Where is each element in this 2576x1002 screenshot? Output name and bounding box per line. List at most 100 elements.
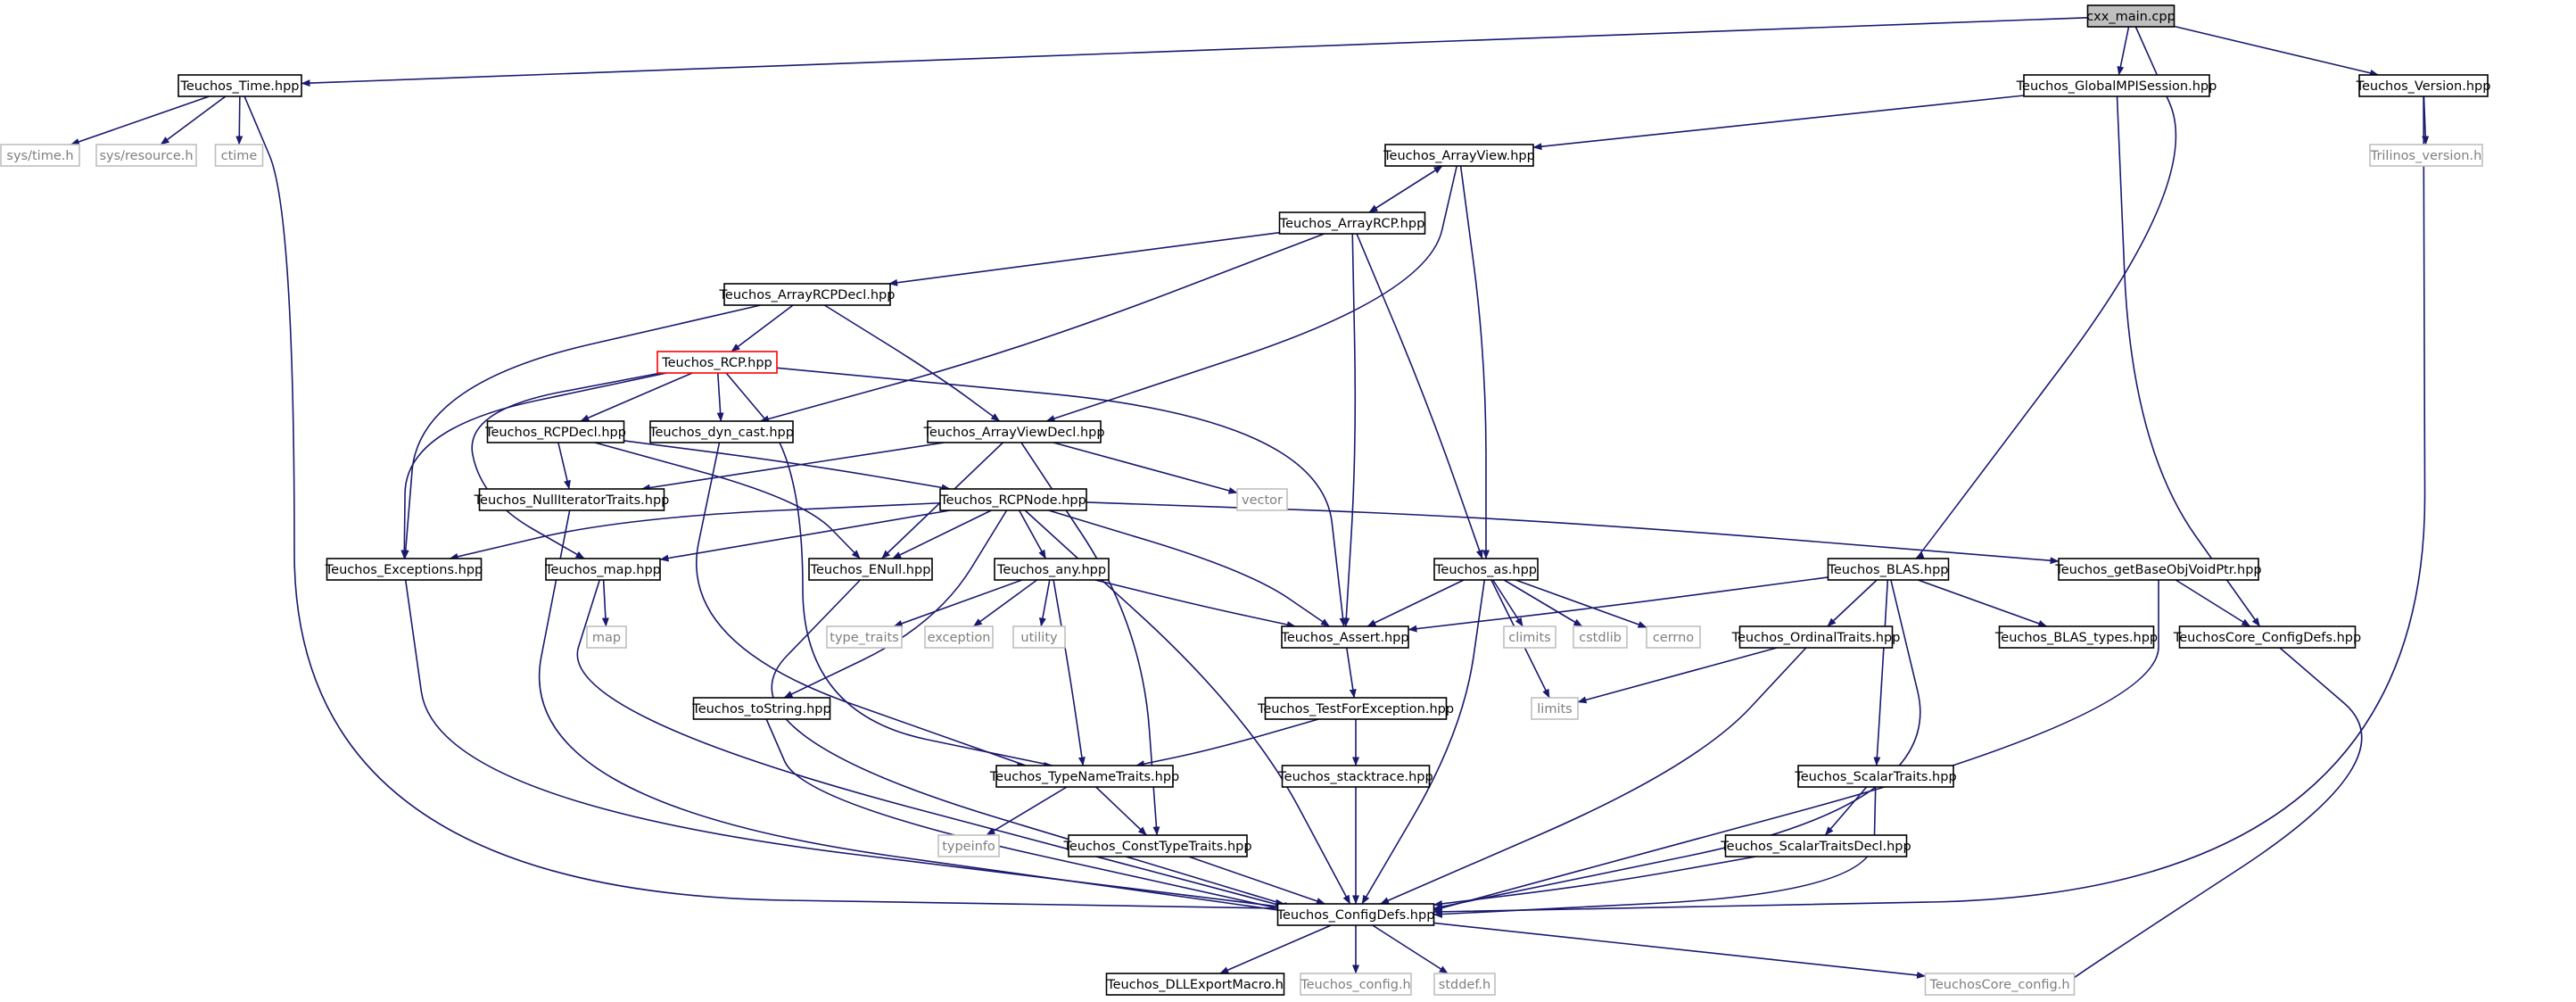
node-label: vector	[1242, 493, 1283, 508]
node-as[interactable]: Teuchos_as.hpp	[1433, 558, 1539, 581]
edge-gmpi-to-arrayview	[1532, 95, 2025, 151]
edge-cxx_main-to-blas	[1914, 26, 2177, 559]
node-limits: limits	[1531, 697, 1579, 720]
node-box	[1924, 973, 2076, 996]
node-label: Teuchos_ScalarTraits.hpp	[1794, 770, 1956, 784]
node-label: Teuchos_ArrayRCPDecl.hpp	[719, 288, 896, 302]
node-tostring[interactable]: Teuchos_toString.hpp	[691, 697, 831, 720]
edge-rcpnode-to-assert	[1048, 509, 1330, 627]
node-label: Teuchos_RCPDecl.hpp	[484, 426, 626, 440]
node-label: Teuchos_Assert.hpp	[1280, 631, 1408, 645]
node-blas[interactable]: Teuchos_BLAS.hpp	[1827, 558, 1950, 581]
node-exceptions[interactable]: Teuchos_Exceptions.hpp	[325, 558, 483, 581]
node-scalardecl[interactable]: Teuchos_ScalarTraitsDecl.hpp	[1720, 834, 1911, 857]
edge-typename-to-typeinfo	[986, 786, 1068, 836]
edge-time-to-systime	[70, 95, 210, 145]
node-box	[545, 558, 661, 581]
node-typetraits: type_traits	[826, 625, 903, 649]
edge-as-to-cstdlib	[1503, 579, 1583, 627]
node-scalar[interactable]: Teuchos_ScalarTraits.hpp	[1794, 765, 1957, 788]
edge-arrayview-to-as	[1459, 165, 1490, 559]
edge-any-to-typename	[1053, 579, 1086, 766]
edge-tostring-to-configdefs	[765, 718, 1287, 913]
edge-rcpnode-to-any	[1018, 509, 1047, 559]
edge-rcpnode-to-enull	[892, 509, 992, 559]
node-label: Teuchos_TypeNameTraits.hpp	[989, 770, 1179, 784]
node-arrayrcpdecl[interactable]: Teuchos_ArrayRCPDecl.hpp	[719, 283, 896, 306]
node-box	[1281, 765, 1431, 788]
node-label: TeuchosCore_ConfigDefs.hpp	[2173, 631, 2361, 645]
edge-arrayrcp-to-arrayview	[1368, 165, 1443, 213]
node-dllexport[interactable]: Teuchos_DLLExportMacro.h	[1105, 973, 1285, 996]
node-dyncast[interactable]: Teuchos_dyn_cast.hpp	[648, 420, 794, 443]
node-cxx-main[interactable]: cxx_main.cpp	[2086, 4, 2176, 28]
node-version[interactable]: Teuchos_Version.hpp	[2356, 74, 2491, 97]
edge-rcpnode-to-tostring	[783, 509, 1008, 699]
edge-getbase-to-coreconfigdefs	[2175, 579, 2251, 627]
node-label: Teuchos_BLAS_types.hpp	[1994, 631, 2158, 645]
node-label: typeinfo	[942, 840, 995, 854]
node-assert[interactable]: Teuchos_Assert.hpp	[1280, 625, 1409, 649]
node-label: sys/time.h	[6, 149, 73, 163]
node-consttype[interactable]: Teuchos_ConstTypeTraits.hpp	[1062, 834, 1252, 857]
node-coreconfigdefs[interactable]: TeuchosCore_ConfigDefs.hpp	[2173, 625, 2361, 649]
node-map: map	[586, 625, 627, 649]
node-rcpnode[interactable]: Teuchos_RCPNode.hpp	[939, 488, 1087, 511]
node-box	[723, 283, 891, 306]
node-rcpdecl[interactable]: Teuchos_RCPDecl.hpp	[484, 420, 626, 443]
node-arrayrcp[interactable]: Teuchos_ArrayRCP.hpp	[1278, 211, 1426, 235]
edge-arrayrcpdecl-to-rcp	[731, 304, 794, 352]
node-ordinal[interactable]: Teuchos_OrdinalTraits.hpp	[1731, 625, 1901, 649]
edge-getbase-to-configdefs	[1433, 580, 2159, 914]
edge-any-to-typetraits	[893, 579, 1023, 627]
edge-map_hpp-to-configdefs	[576, 579, 1287, 910]
edge-assert-to-testforexc	[1346, 647, 1357, 699]
edge-consttype-to-configdefs	[1188, 856, 1325, 905]
node-enull[interactable]: Teuchos_ENull.hpp	[808, 558, 933, 581]
node-label: Teuchos_Exceptions.hpp	[325, 563, 483, 577]
node-label: Teuchos_as.hpp	[1434, 563, 1537, 577]
node-label: Teuchos_BLAS.hpp	[1827, 563, 1948, 577]
edge-scalar-to-configdefs	[1433, 786, 1877, 918]
node-time[interactable]: Teuchos_Time.hpp	[178, 74, 302, 97]
edge-cxx_main-to-version	[2174, 25, 2380, 77]
node-box	[1433, 558, 1539, 581]
node-box	[995, 765, 1174, 788]
node-testforexc[interactable]: Teuchos_TestForException.hpp	[1257, 697, 1454, 720]
node-box	[1827, 558, 1950, 581]
node-box	[178, 74, 302, 97]
dependency-edges	[70, 16, 2430, 984]
node-coreconfig-h: TeuchosCore_config.h	[1924, 973, 2076, 996]
node-typename[interactable]: Teuchos_TypeNameTraits.hpp	[989, 765, 1179, 788]
node-box	[924, 625, 994, 649]
edge-as-to-cerrno	[1515, 579, 1647, 628]
edge-time-to-configdefs	[244, 95, 1287, 913]
node-label: Teuchos_Version.hpp	[2356, 79, 2491, 94]
node-getbase[interactable]: Teuchos_getBaseObjVoidPtr.hpp	[2054, 558, 2262, 581]
node-configdefs[interactable]: Teuchos_ConfigDefs.hpp	[1276, 903, 1435, 926]
node-any[interactable]: Teuchos_any.hpp	[994, 558, 1110, 581]
node-box	[214, 144, 264, 167]
node-arrayviewdecl[interactable]: Teuchos_ArrayViewDecl.hpp	[922, 420, 1105, 443]
edge-rcp-to-typename	[725, 372, 1053, 767]
node-box	[1300, 973, 1412, 996]
node-stacktrace[interactable]: Teuchos_stacktrace.hpp	[1277, 765, 1433, 788]
node-arrayview[interactable]: Teuchos_ArrayView.hpp	[1383, 144, 1535, 167]
edge-rcpdecl-to-rcpnode	[623, 440, 951, 492]
node-label: climits	[1508, 631, 1550, 645]
node-box	[1724, 834, 1908, 857]
node-box	[478, 488, 665, 511]
node-label: Teuchos_DLLExportMacro.h	[1106, 978, 1284, 992]
node-rcp[interactable]: Teuchos_RCP.hpp	[656, 351, 778, 374]
node-cerrno: cerrno	[1646, 625, 1701, 649]
node-map-hpp[interactable]: Teuchos_map.hpp	[544, 558, 661, 581]
node-label: Teuchos_RCPNode.hpp	[939, 493, 1086, 508]
node-nullit[interactable]: Teuchos_NullIteratorTraits.hpp	[474, 488, 670, 511]
node-blastypes[interactable]: Teuchos_BLAS_types.hpp	[1994, 625, 2158, 649]
node-box	[994, 558, 1110, 581]
edge-time-to-ctime	[235, 95, 244, 145]
node-box	[2178, 625, 2357, 649]
edge-rcp-to-assert	[776, 367, 1347, 627]
edge-arrayrcp-to-arrayrcpdecl	[888, 231, 1280, 286]
node-gmpi[interactable]: Teuchos_GlobalMPISession.hpp	[2016, 74, 2217, 97]
